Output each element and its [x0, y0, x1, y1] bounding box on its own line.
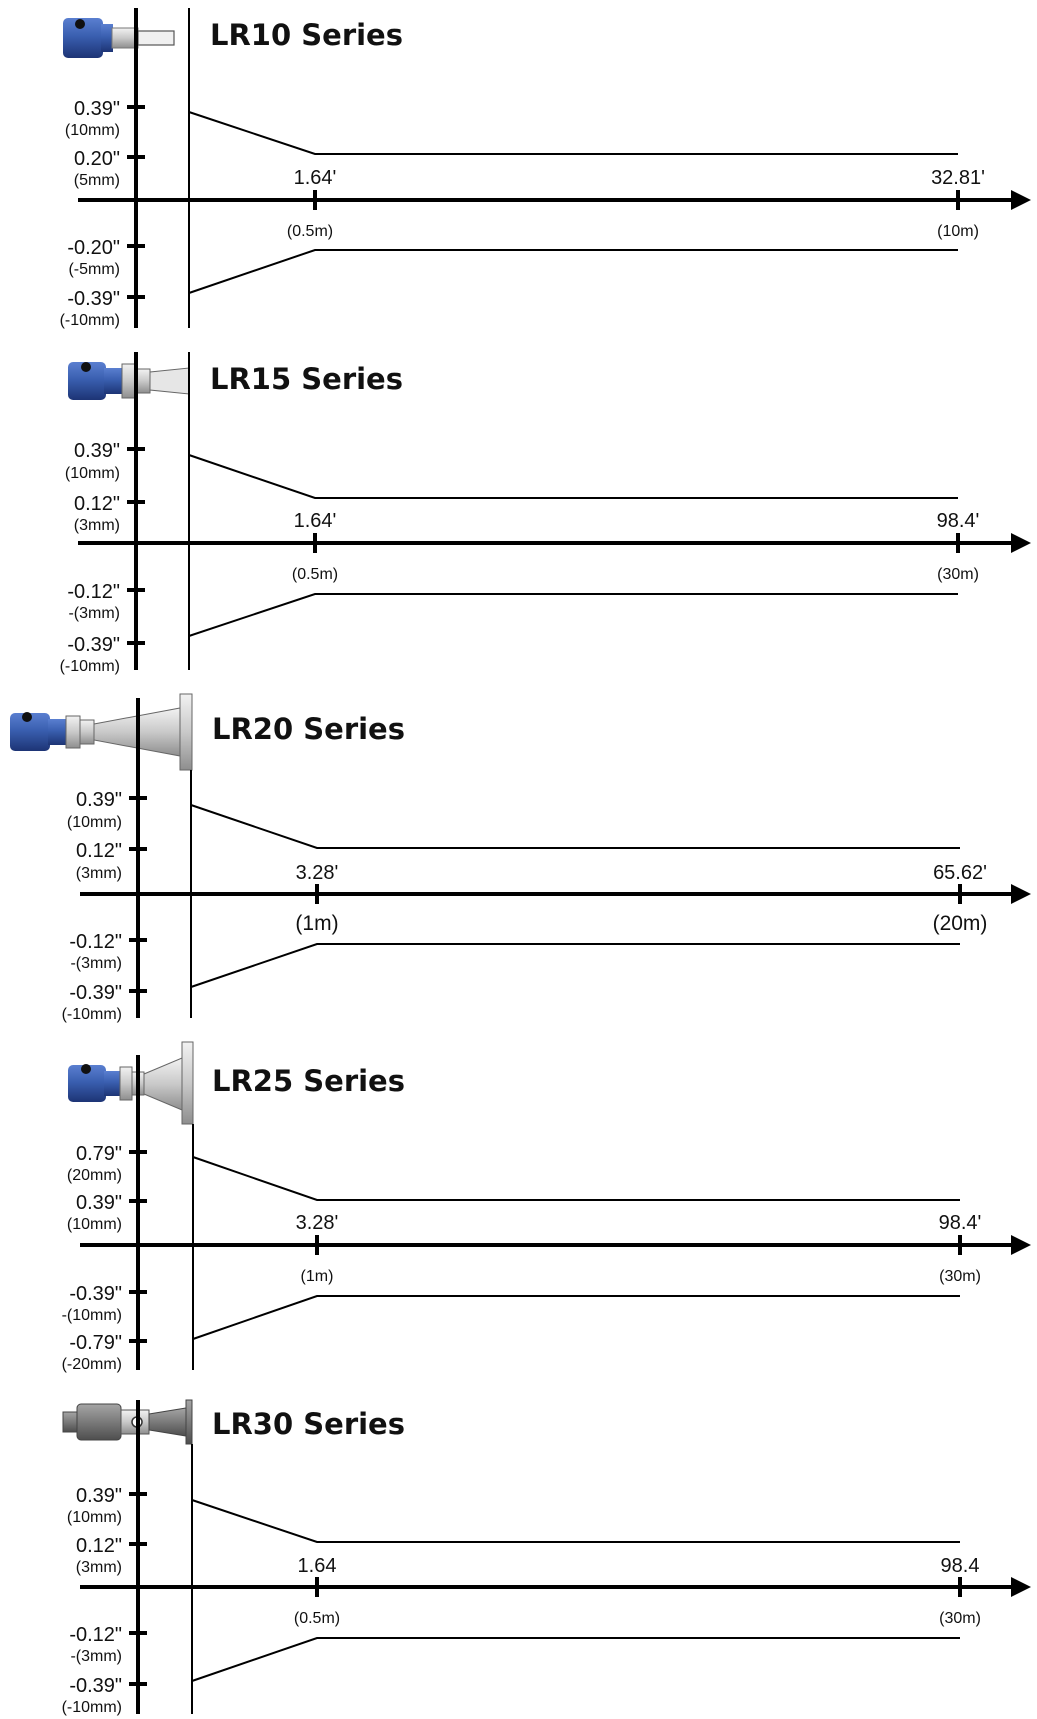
y-tick-sub: (20mm): [67, 1167, 122, 1184]
accuracy-envelope-upper: [191, 1499, 960, 1543]
x-tick-label: 98.4': [937, 510, 980, 532]
x-tick-label: 3.28': [296, 1212, 339, 1234]
y-tick-sub: (10mm): [67, 1216, 122, 1233]
y-tick-label: 0.39": [74, 440, 120, 462]
x-tick-label: 1.64': [294, 167, 337, 189]
accuracy-envelope-upper: [188, 111, 958, 155]
y-tick-sub: (3mm): [76, 1559, 122, 1576]
y-tick-sub: -(3mm): [70, 1648, 122, 1665]
y-tick-label: 0.12": [76, 840, 122, 862]
y-tick-label: 0.39": [76, 1192, 122, 1214]
x-tick-label: 32.81': [931, 167, 985, 189]
panel-title: LR20 Series: [212, 712, 405, 746]
y-tick-sub: (5mm): [74, 172, 120, 189]
y-tick-sub: -(3mm): [68, 605, 120, 622]
y-tick-sub: (-10mm): [60, 658, 120, 675]
panel-lr30: LR30 Series 0.39" (10mm) 0.12" (3mm) -0.…: [62, 1399, 1031, 1716]
panel-lr15: LR15 Series 0.39" (10mm) 0.12" (3mm) -0.…: [60, 352, 1031, 675]
y-tick-sub: (-10mm): [60, 312, 120, 329]
accuracy-envelope-lower: [191, 1637, 960, 1682]
y-tick-label: -0.12": [67, 581, 120, 603]
accuracy-envelope-lower: [192, 1295, 960, 1340]
x-tick-sub: (30m): [937, 566, 979, 583]
x-tick-label: 65.62': [933, 862, 987, 884]
y-tick-label: -0.39": [69, 982, 122, 1004]
accuracy-envelope-upper: [190, 804, 960, 849]
sensor-icon: [62, 1399, 193, 1445]
y-tick-label: 0.12": [76, 1535, 122, 1557]
y-tick-label: -0.39": [67, 288, 120, 310]
y-tick-label: 0.39": [76, 789, 122, 811]
y-tick-sub: (3mm): [74, 517, 120, 534]
x-tick-sub: (20m): [933, 912, 988, 935]
y-tick-sub: (10mm): [67, 1509, 122, 1526]
panel-lr20: LR20 Series 0.39" (10mm) 0.12" (3mm) -0.…: [10, 693, 1031, 1023]
x-tick-label: 98.4: [941, 1555, 980, 1577]
y-tick-label: 0.79": [76, 1143, 122, 1165]
y-tick-label: -0.79": [69, 1332, 122, 1354]
x-tick-sub: (0.5m): [294, 1610, 340, 1627]
x-tick-label: 98.4': [939, 1212, 982, 1234]
accuracy-envelope-upper: [188, 454, 958, 499]
y-tick-label: 0.12": [74, 493, 120, 515]
y-tick-sub: (-10mm): [62, 1699, 122, 1716]
sensor-icon: [10, 693, 193, 771]
sensor-icon: [68, 1041, 194, 1125]
y-tick-label: -0.12": [69, 1624, 122, 1646]
x-tick-label: 1.64': [294, 510, 337, 532]
sensor-icon: [63, 18, 175, 58]
y-tick-sub: (10mm): [67, 814, 122, 831]
accuracy-envelope-lower: [188, 593, 958, 637]
x-tick-sub: (1m): [301, 1268, 334, 1285]
x-tick-sub: (30m): [939, 1268, 981, 1285]
y-tick-sub: (10mm): [65, 122, 120, 139]
y-tick-sub: -(10mm): [62, 1307, 122, 1324]
y-tick-label: 0.39": [76, 1485, 122, 1507]
y-tick-label: 0.39": [74, 98, 120, 120]
panel-lr25: LR25 Series 0.79" (20mm) 0.39" (10mm) -0…: [62, 1041, 1031, 1373]
panel-title: LR25 Series: [212, 1064, 405, 1098]
y-tick-sub: (3mm): [76, 865, 122, 882]
y-tick-sub: -(3mm): [70, 955, 122, 972]
x-tick-label: 3.28': [296, 862, 339, 884]
y-tick-sub: (-5mm): [68, 261, 120, 278]
y-tick-sub: (10mm): [65, 465, 120, 482]
y-tick-label: -0.20": [67, 237, 120, 259]
panel-title: LR10 Series: [210, 18, 403, 52]
sensor-icon: [68, 362, 190, 400]
x-tick-label: 1.64: [298, 1555, 337, 1577]
y-tick-label: -0.39": [69, 1283, 122, 1305]
accuracy-envelope-upper: [192, 1156, 960, 1201]
y-tick-label: -0.12": [69, 931, 122, 953]
panel-title: LR15 Series: [210, 362, 403, 396]
y-tick-label: 0.20": [74, 148, 120, 170]
x-tick-sub: (1m): [295, 912, 338, 935]
x-tick-sub: (10m): [937, 223, 979, 240]
x-tick-sub: (30m): [939, 1610, 981, 1627]
panel-title: LR30 Series: [212, 1407, 405, 1441]
panel-lr10: LR10 Series 0.39" (10mm) 0.20" (5mm) -0.…: [60, 8, 1031, 329]
y-tick-label: -0.39": [67, 634, 120, 656]
accuracy-envelope-lower: [188, 249, 958, 294]
y-tick-sub: (-20mm): [62, 1356, 122, 1373]
x-tick-sub: (0.5m): [292, 566, 338, 583]
y-tick-label: -0.39": [69, 1675, 122, 1697]
accuracy-envelope-lower: [190, 943, 960, 988]
x-tick-sub: (0.5m): [287, 223, 333, 240]
y-tick-sub: (-10mm): [62, 1006, 122, 1023]
